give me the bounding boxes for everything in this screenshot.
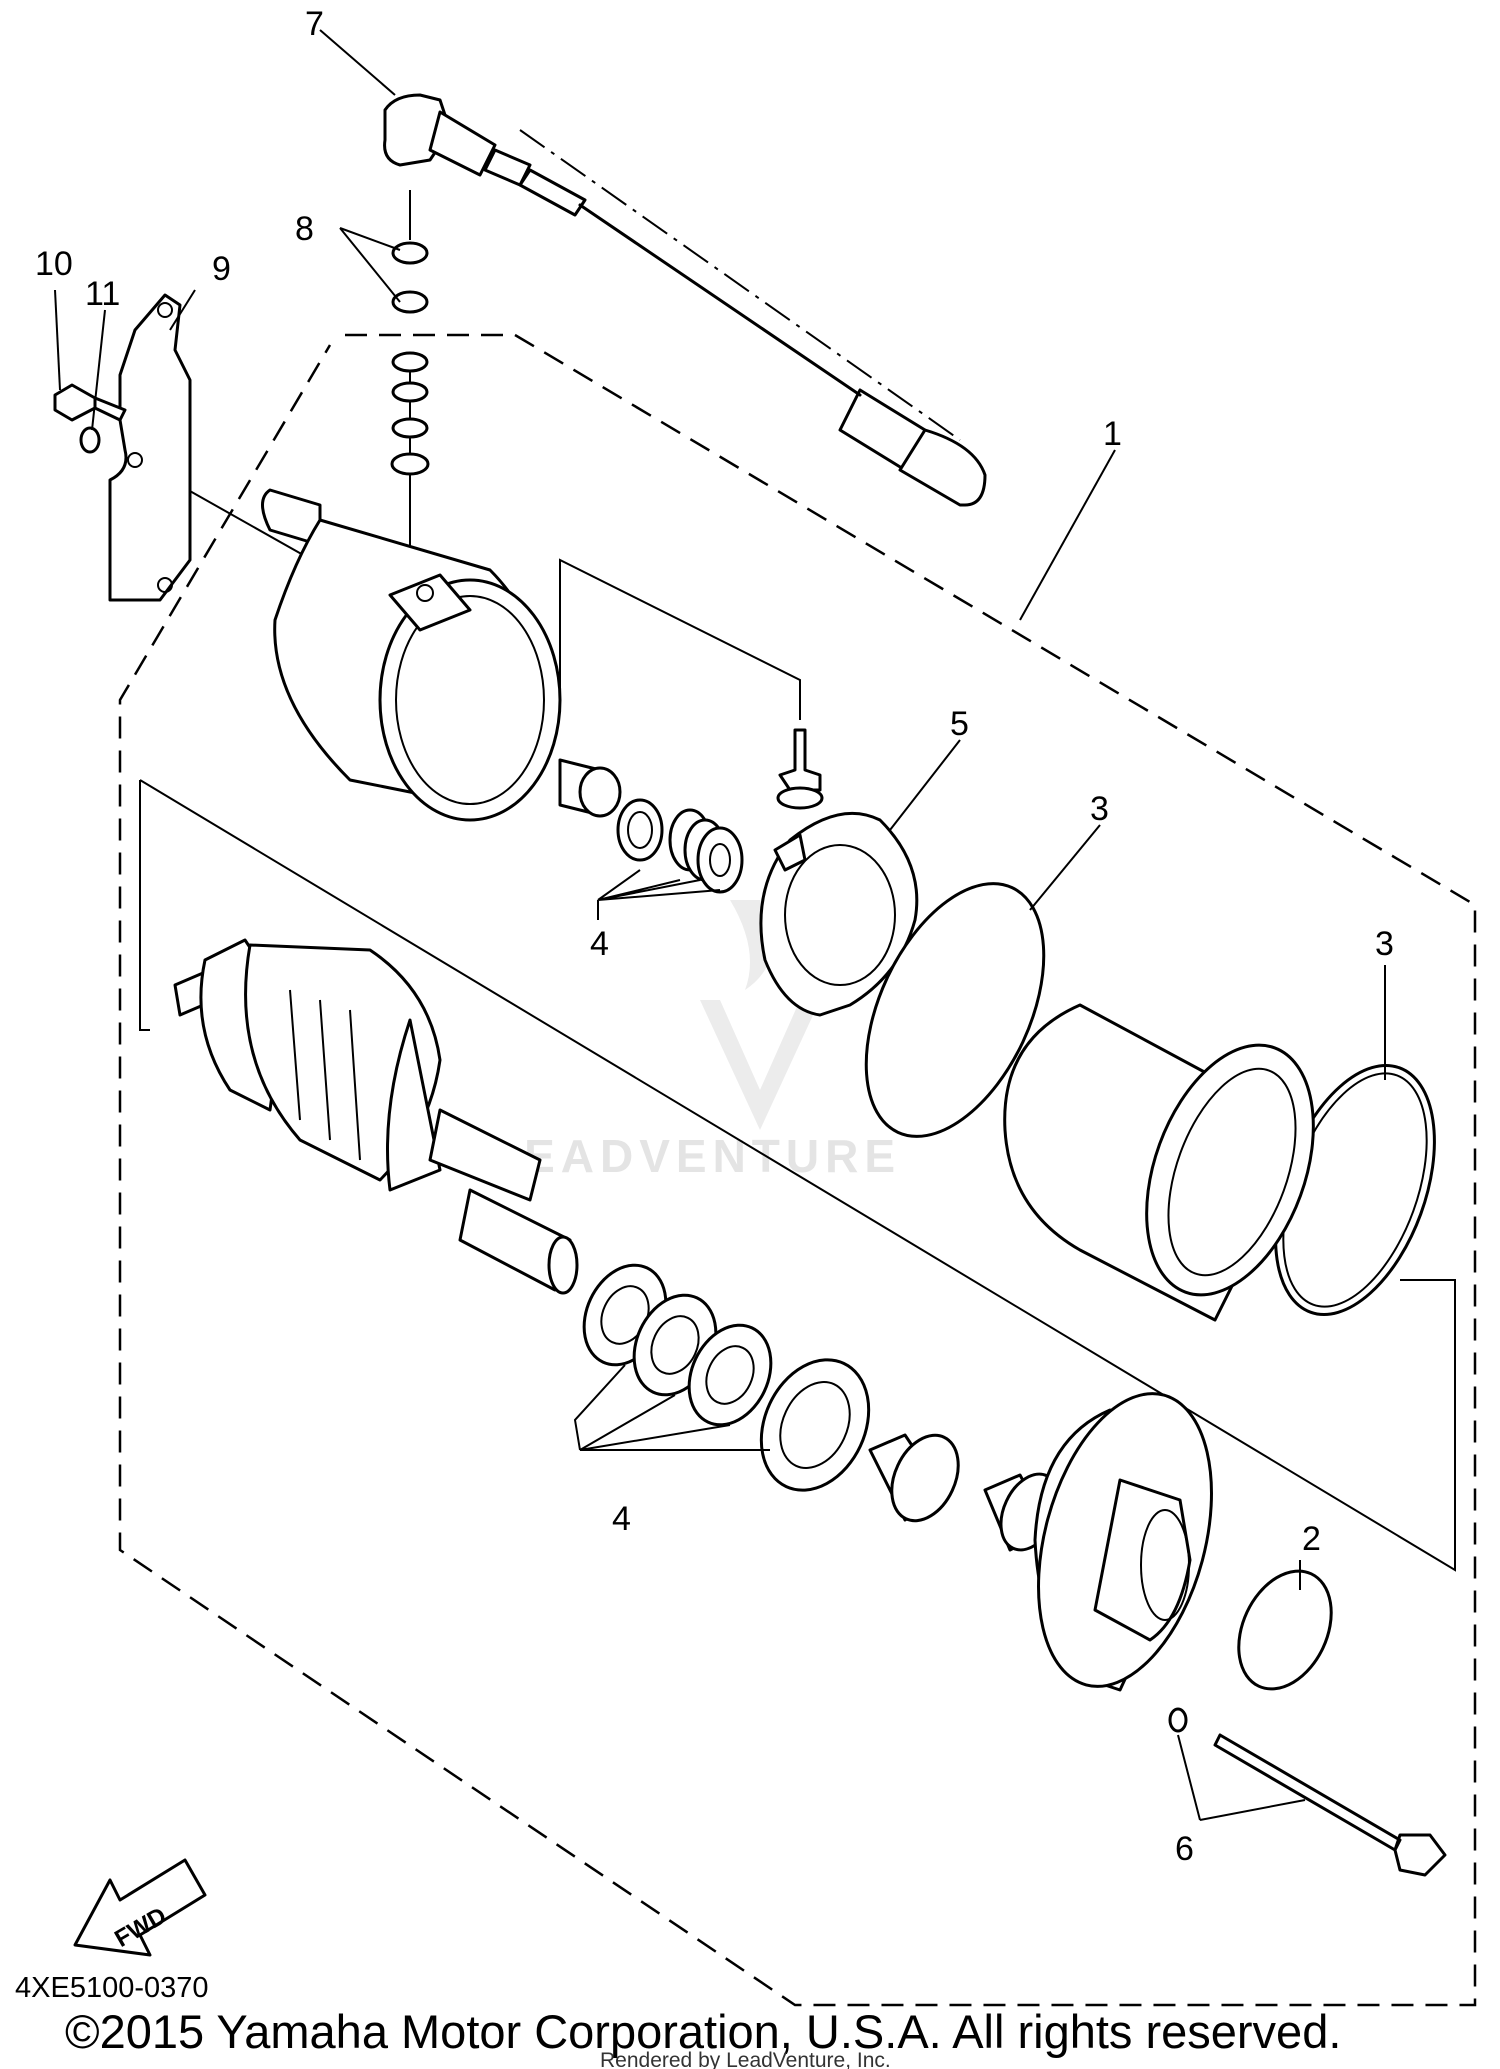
- callout-7: 7: [305, 5, 324, 43]
- front-washer-set: [582, 1263, 871, 1492]
- rear-cover: [261, 488, 562, 822]
- bracket-bolt: [53, 383, 127, 422]
- lead-wire: [383, 93, 987, 507]
- callout-labels: 1 2 3 3 4 4 5 6 7 8 9 10 11: [35, 5, 1394, 1868]
- callout-4-upper: 4: [590, 925, 609, 963]
- terminal-bolt: [778, 728, 822, 792]
- through-bolt-o-ring: [1168, 1707, 1188, 1733]
- bolt-washer: [79, 426, 101, 454]
- callout-2: 2: [1302, 1520, 1321, 1558]
- bearings: [868, 1433, 1061, 1552]
- copyright-notice: ©2015 Yamaha Motor Corporation, U.S.A. A…: [65, 2005, 1341, 2058]
- bracket-hole-top: [157, 302, 173, 318]
- bracket-hole-bottom: [157, 577, 173, 593]
- callout-3-rear: 3: [1375, 925, 1394, 963]
- armature: [173, 938, 579, 1295]
- terminal-washer: [776, 786, 824, 810]
- callout-6: 6: [1175, 1830, 1194, 1868]
- callout-9: 9: [212, 250, 231, 288]
- fwd-arrow-icon: FWD: [73, 1858, 207, 1957]
- rear-small-parts: [558, 758, 744, 894]
- callout-10: 10: [35, 245, 73, 283]
- o-ring-front-cover: [1237, 1569, 1333, 1691]
- watermark-text: LEADVENTURE: [490, 1130, 901, 1182]
- callout-5: 5: [950, 705, 969, 743]
- mounting-bracket: [108, 293, 192, 602]
- callout-4-lower: 4: [612, 1500, 631, 1538]
- callout-1: 1: [1103, 415, 1122, 453]
- diagram-code: 4XE5100-0370: [15, 1972, 209, 2004]
- o-ring-front: [864, 882, 1046, 1138]
- rendered-by-notice: Rendered by LeadVenture, Inc.: [600, 2049, 891, 2069]
- assembly-outline: [118, 333, 1477, 2007]
- brush-plate: [759, 811, 919, 1017]
- leader-lines: [54, 29, 1386, 1821]
- lead-wire-axis: [519, 129, 961, 441]
- nut-washer-stack: [390, 241, 430, 476]
- callout-3-front: 3: [1090, 790, 1109, 828]
- yoke-housing: [1003, 1003, 1315, 1322]
- front-cover: [1033, 1392, 1213, 1692]
- bracket-hole-mid: [127, 452, 143, 468]
- leadventure-watermark: LEADVENTURE: [490, 900, 901, 1182]
- armature-axis-line: [139, 779, 1456, 1572]
- callout-11: 11: [85, 275, 120, 313]
- callout-8: 8: [295, 210, 314, 248]
- through-bolt: [1213, 1733, 1447, 1877]
